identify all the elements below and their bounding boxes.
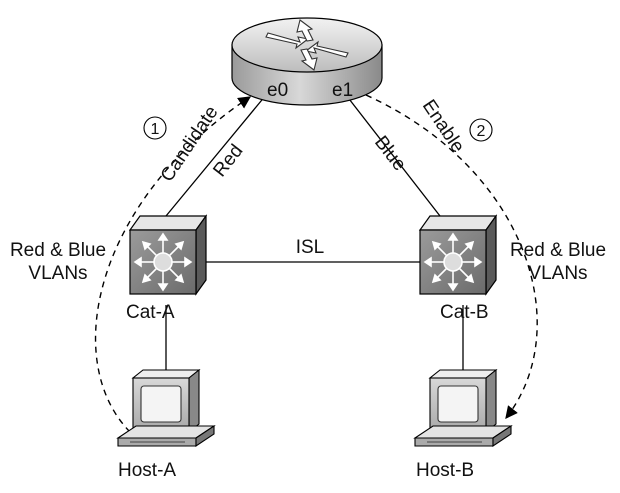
- switch-b-vlans-line1: Red & Blue: [510, 240, 606, 261]
- link-label-isl: ISL: [296, 237, 325, 258]
- switch-a-vlans-line2: VLANs: [28, 263, 87, 284]
- switch-b-vlans-line2: VLANs: [528, 263, 587, 284]
- flow-arrow-candidate: [94, 96, 252, 433]
- host-b-name: Host-B: [416, 460, 474, 481]
- flow-arrow-enable: [365, 94, 538, 419]
- router: [231, 17, 383, 106]
- step-2-number: 2: [477, 123, 486, 140]
- host-b-computer-icon: [413, 368, 513, 448]
- link-red: [165, 94, 267, 217]
- switch-a-vlans-line1: Red & Blue: [10, 240, 106, 261]
- host-a-name: Host-A: [118, 460, 176, 481]
- step-1-circle: [143, 116, 167, 140]
- link-label-blue: Blue: [370, 132, 410, 175]
- link-label-red: Red: [209, 141, 247, 181]
- step-1-number: 1: [151, 121, 160, 138]
- step-2-label: Enable: [418, 96, 468, 157]
- switch-symbol-icon: [423, 232, 483, 292]
- switch-cat-b: [418, 214, 498, 296]
- router-arrows-icon: [265, 19, 349, 71]
- step-1-label: Candidate: [157, 102, 223, 186]
- switch-a-name: Cat-A: [126, 302, 175, 323]
- router-port-e0: e0: [267, 80, 288, 101]
- switch-b-name: Cat-B: [440, 302, 489, 323]
- switch-cat-a: [128, 214, 208, 296]
- link-blue: [345, 94, 441, 217]
- host-a-computer-icon: [116, 368, 216, 448]
- router-port-e1: e1: [332, 80, 353, 101]
- step-2-circle: [469, 118, 493, 142]
- switch-symbol-icon: [133, 232, 193, 292]
